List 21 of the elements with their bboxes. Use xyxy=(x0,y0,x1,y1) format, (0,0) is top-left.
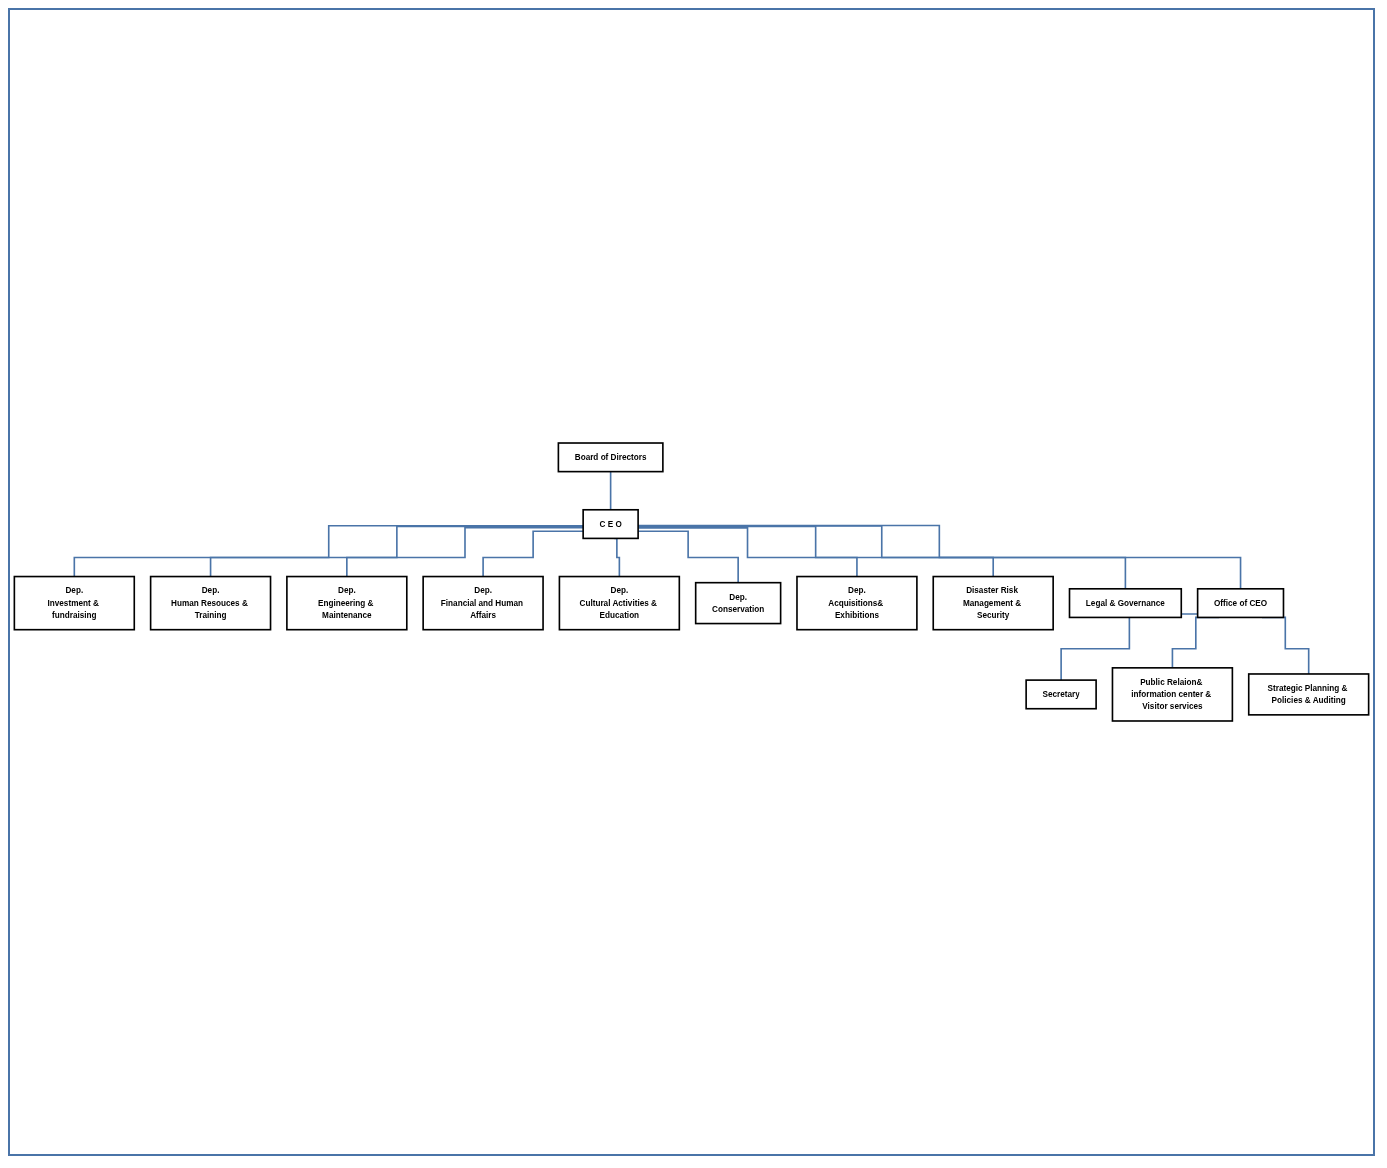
connector xyxy=(209,525,584,578)
connector xyxy=(482,530,584,578)
connector xyxy=(346,526,584,578)
node-box: Board of Directors xyxy=(557,442,664,473)
node-box: Office of CEO xyxy=(1196,588,1285,619)
node-box: Strategic Planning & Policies & Auditing xyxy=(1247,673,1370,716)
node-box: Dep. Conservation xyxy=(694,581,782,625)
node-box: Disaster Risk Management & Security xyxy=(932,575,1054,631)
node-box: Legal & Governance xyxy=(1068,588,1183,619)
node-box: Secretary xyxy=(1025,679,1097,710)
connector xyxy=(613,537,621,578)
node-box: Dep. Engineering & Maintenance xyxy=(286,575,408,631)
node-box: Public Relaion& information center & Visitor services xyxy=(1111,667,1234,722)
node-box: Dep. Investment & fundraising xyxy=(13,575,136,631)
node-box: Dep. Cultural Activities & Education xyxy=(558,575,681,631)
connector xyxy=(73,524,584,578)
node-box: Dep. Human Resouces & Training xyxy=(149,575,272,631)
node-box: Dep. Acquisitions& Exhibitions xyxy=(796,575,918,631)
node-box: C E O xyxy=(582,508,639,540)
node-box: Dep. Financial and Human Affairs xyxy=(422,575,544,631)
connector xyxy=(609,470,612,511)
